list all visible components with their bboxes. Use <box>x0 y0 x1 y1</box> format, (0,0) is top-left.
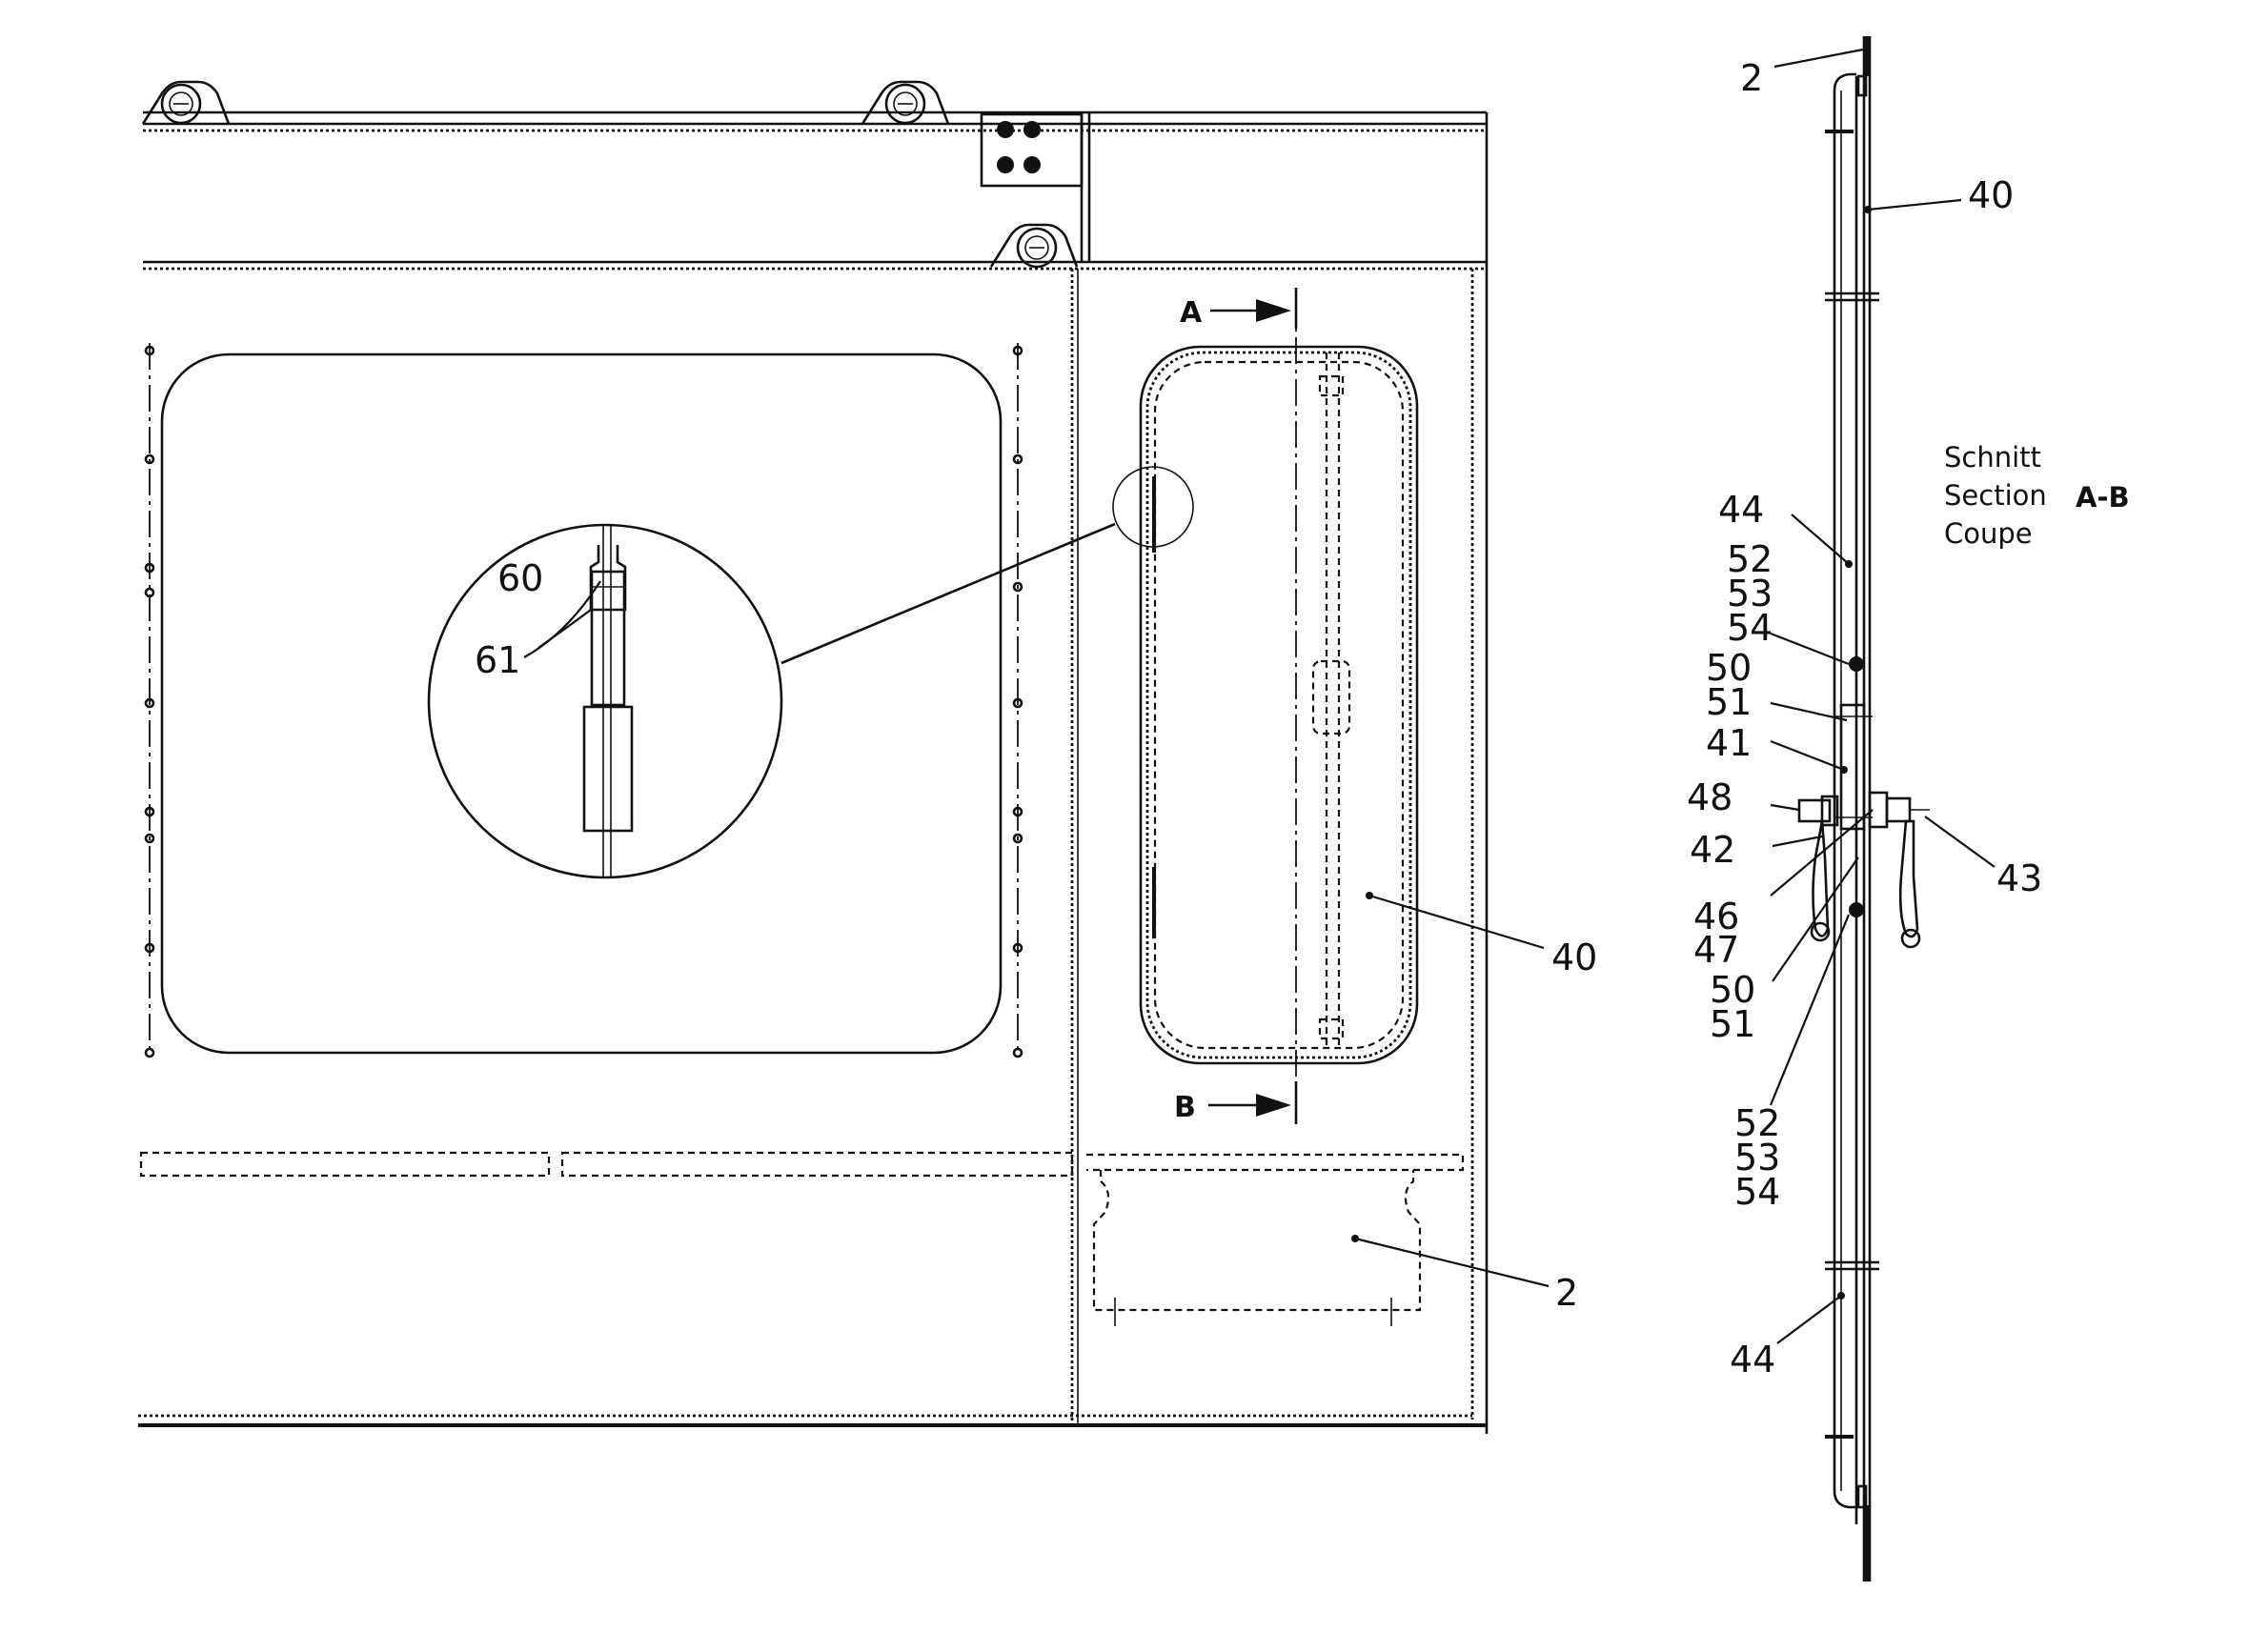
label-54-top: 54 <box>1727 607 1773 649</box>
label-43: 43 <box>1996 857 2042 899</box>
section-caption: Schnitt Section A-B Coupe <box>1944 441 2130 550</box>
top-rail <box>143 111 1489 1434</box>
bolt-plate <box>980 112 1091 262</box>
label-52-bottom: 52 <box>1734 1102 1780 1144</box>
label-61: 61 <box>475 639 520 681</box>
lower-pockets <box>139 1151 1465 1326</box>
large-window <box>160 353 1003 1055</box>
cut-marker-b-label: B <box>1174 1091 1196 1124</box>
cut-marker-a: A <box>1180 296 1291 330</box>
section-leaders <box>1769 48 1996 1344</box>
roller-hanger-middle <box>861 80 950 125</box>
label-54-bottom: 54 <box>1734 1171 1780 1213</box>
label-41: 41 <box>1706 722 1752 764</box>
detail-reference <box>780 466 1194 665</box>
section-id: A-B <box>2076 481 2130 514</box>
label-53-top: 53 <box>1727 573 1773 614</box>
section-caption-de: Schnitt <box>1944 441 2041 473</box>
roller-hanger-left <box>141 80 231 125</box>
bottom-edge <box>138 1414 1487 1427</box>
label-50-bottom: 50 <box>1710 969 1755 1011</box>
section-view: 2 40 44 52 53 54 50 51 41 48 42 43 46 47… <box>1687 36 2130 1581</box>
cut-marker-a-label: A <box>1180 296 1203 330</box>
label-51-top: 51 <box>1706 681 1752 723</box>
roller-hanger-lower <box>989 223 1079 269</box>
label-44-bottom: 44 <box>1730 1339 1775 1380</box>
section-cut-line <box>1294 288 1351 1124</box>
detail-magnifier <box>427 523 783 879</box>
front-view: A B 40 2 60 61 <box>138 80 1597 1434</box>
label-60: 60 <box>497 557 543 599</box>
section-caption-en: Section <box>1944 479 2047 512</box>
fastener-column-left <box>144 343 155 1058</box>
label-2-section: 2 <box>1740 57 1763 99</box>
fastener-column-right <box>1012 343 1023 1058</box>
label-40-front: 40 <box>1551 937 1597 978</box>
door-seam <box>1070 269 1079 1424</box>
label-50-top: 50 <box>1706 647 1752 689</box>
door-window <box>1139 345 1419 1065</box>
front-leaders <box>523 580 1550 1288</box>
cut-marker-b: B <box>1174 1091 1291 1124</box>
section-caption-fr: Coupe <box>1944 517 2033 550</box>
label-48: 48 <box>1687 776 1732 818</box>
label-40-section: 40 <box>1968 174 2014 216</box>
label-47: 47 <box>1693 929 1739 971</box>
latch-mechanism <box>1797 656 1930 949</box>
section-panel <box>1825 36 1879 1581</box>
label-52-top: 52 <box>1727 538 1773 580</box>
label-51-bottom: 51 <box>1710 1003 1755 1045</box>
label-44-top: 44 <box>1718 489 1764 531</box>
label-2-front: 2 <box>1555 1272 1578 1314</box>
label-46: 46 <box>1693 896 1739 937</box>
label-42: 42 <box>1690 829 1735 871</box>
label-53-bottom: 53 <box>1734 1137 1780 1179</box>
